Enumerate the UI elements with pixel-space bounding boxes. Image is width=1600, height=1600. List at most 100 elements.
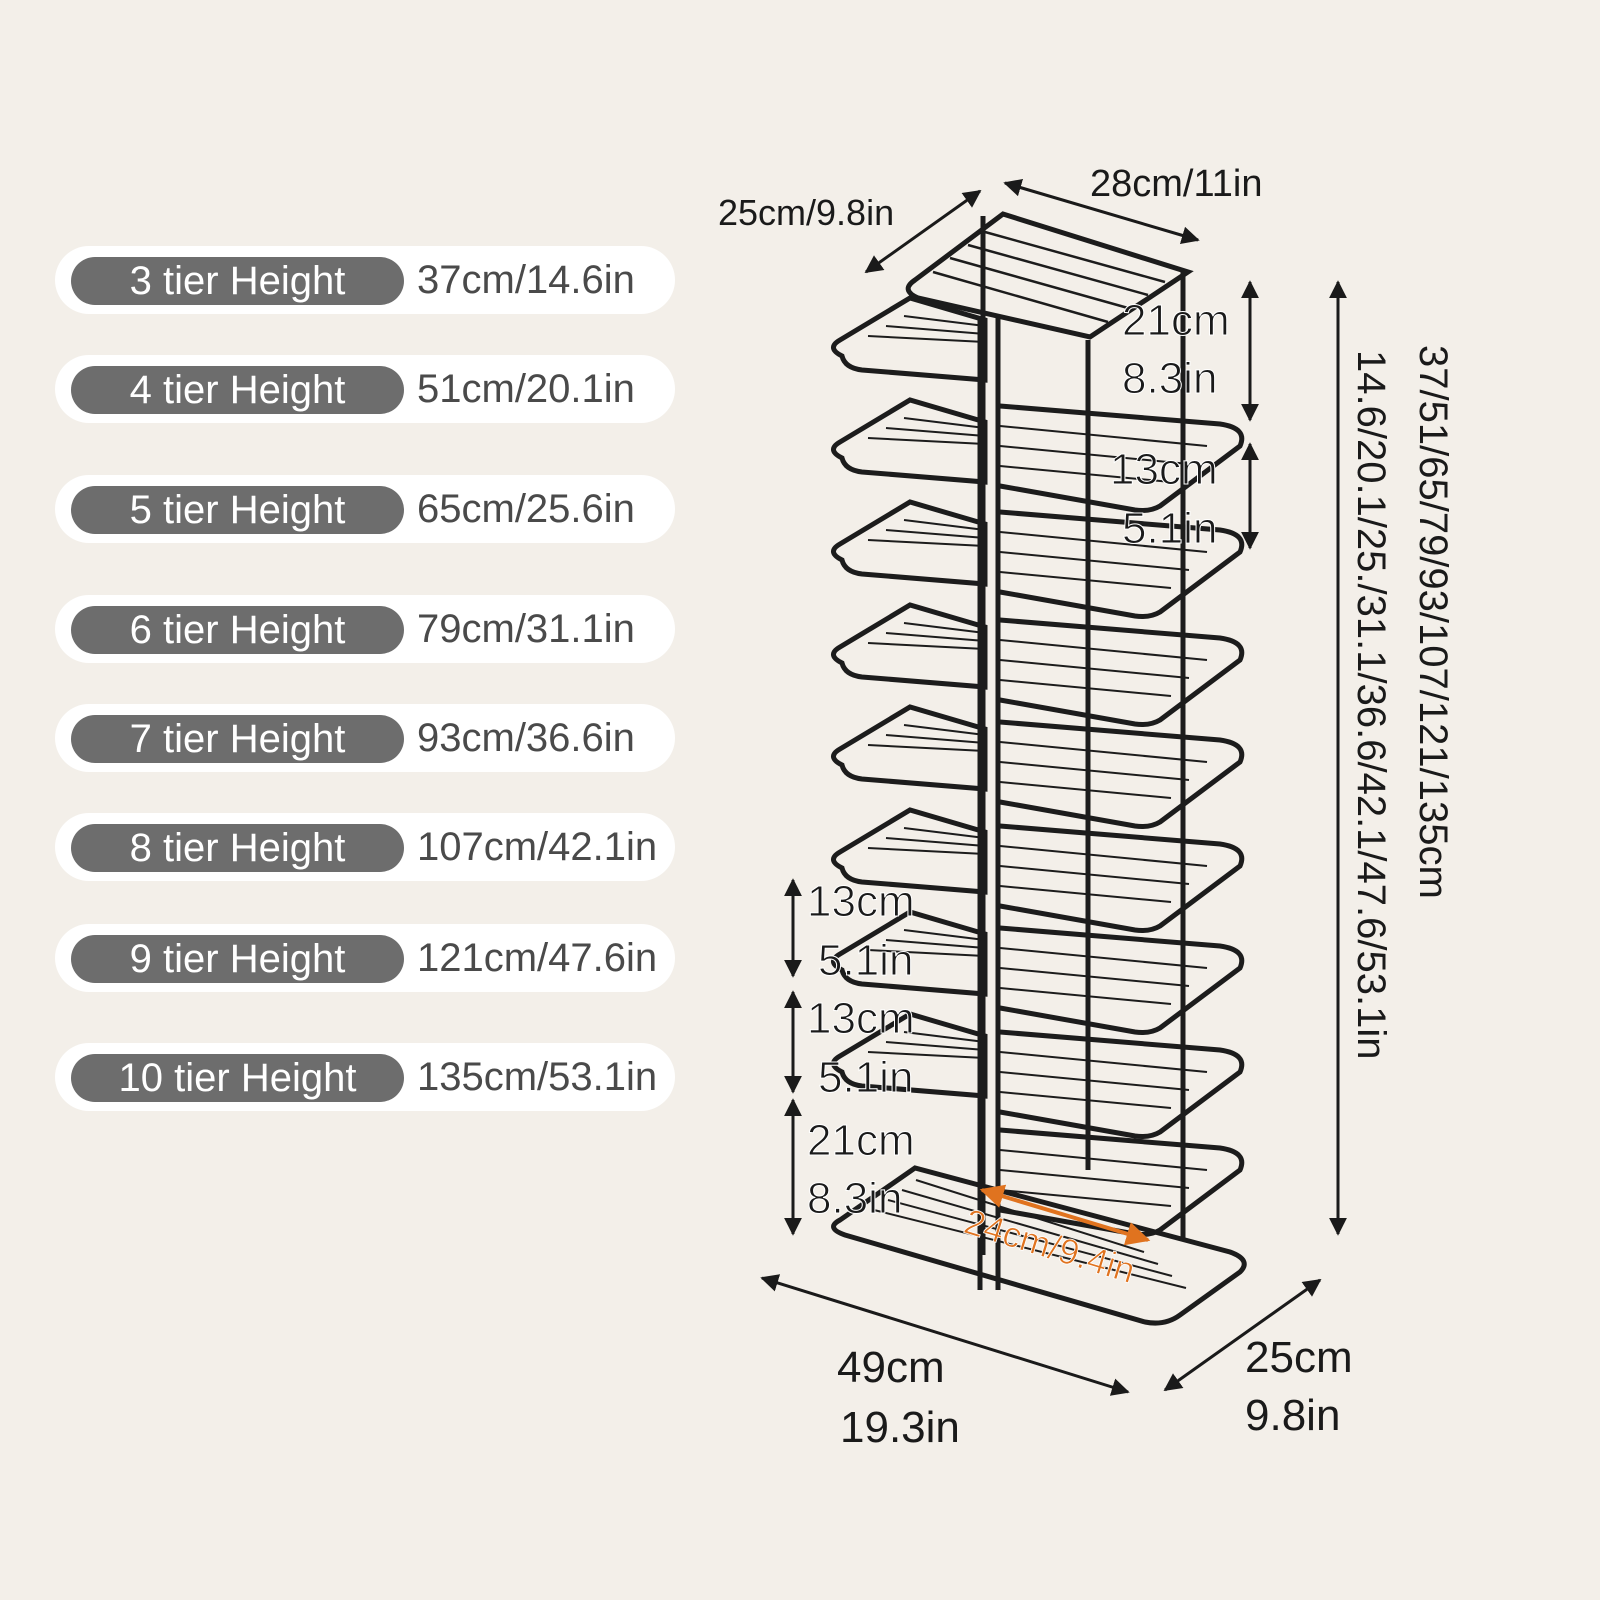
right-shelf-4: [999, 719, 1245, 829]
right-shelf-rail: [999, 551, 1190, 571]
tier-row-7: 7 tier Height 93cm/36.6in: [55, 704, 675, 772]
tier-value: 107cm/42.1in: [417, 825, 658, 869]
base-depth-arrow: [1163, 1278, 1322, 1392]
left-shelf-rail: [903, 827, 986, 839]
bottom-gap-cm-label: 21cm: [807, 1116, 915, 1165]
left-shelf-rail: [867, 847, 986, 855]
left-shelf-rail: [885, 734, 986, 744]
right-shelf-rail: [999, 987, 1172, 1005]
left-shelf-7: [831, 909, 988, 997]
left-shelf-rail: [903, 1031, 986, 1043]
left-shelf-rail: [867, 744, 986, 752]
tier-row-4: 4 tier Height 51cm/20.1in: [55, 355, 675, 423]
right-shelf-rail: [999, 761, 1190, 781]
left-gap1-cm-label: 13cm: [807, 877, 915, 926]
top-depth-label: 25cm/9.8in: [718, 192, 894, 233]
tier-label: 4 tier Height: [71, 366, 404, 414]
left-shelf-rail: [903, 622, 986, 634]
total-height-in-label: 14.6/20.1/25./31.1/36.6/42.1/47.6/53.1in: [1349, 350, 1393, 1060]
right-shelf-rail: [999, 885, 1172, 903]
right-shelf-3: [999, 617, 1245, 727]
tier-value: 79cm/31.1in: [417, 607, 635, 651]
left-shelf-rail: [885, 529, 986, 539]
top-width-label: 28cm/11in: [1090, 163, 1263, 205]
right-shelf-rail: [999, 865, 1190, 885]
right-shelf-5: [999, 823, 1245, 933]
left-shelf-rail: [867, 949, 986, 957]
left-shelf-rail: [903, 417, 986, 429]
left-shelf-rail: [885, 632, 986, 642]
right-shelf-rail: [999, 967, 1190, 987]
left-gap2-cm-label: 13cm: [807, 994, 915, 1043]
tier-label: 3 tier Height: [71, 257, 404, 305]
top-gap-in-label: 8.3in: [1122, 354, 1217, 403]
left-shelf-rail: [867, 335, 986, 343]
left-shelf-3: [831, 499, 988, 587]
base-shelf-rail: [873, 1209, 1187, 1289]
shelf-gap-in-label: 5.1in: [1122, 504, 1217, 553]
right-shelf-rail: [999, 659, 1190, 679]
right-shelf-rail: [999, 639, 1208, 661]
right-shelf-7: [999, 1029, 1245, 1139]
left-shelf-5: [831, 704, 988, 792]
dimension-lines: [760, 178, 1347, 1396]
right-shelf-rail: [999, 1051, 1208, 1073]
top-width-arrow: [1003, 178, 1200, 245]
base-width-in-label: 19.3in: [840, 1403, 960, 1452]
shelf-gap-cm-label: 13cm: [1110, 445, 1218, 494]
right-shelf-rail: [999, 571, 1172, 589]
right-shelf-2: [999, 509, 1245, 619]
right-shelf-rail: [999, 947, 1208, 969]
tier-label: 7 tier Height: [71, 715, 404, 763]
tier-row-6: 6 tier Height 79cm/31.1in: [55, 595, 675, 663]
left-shelf-rail: [867, 437, 986, 445]
left-gap1-in-label: 5.1in: [818, 936, 913, 985]
left-shelf-rail: [885, 939, 986, 949]
left-gap2-in-label: 5.1in: [818, 1053, 913, 1102]
left-shelf-rail: [903, 929, 986, 941]
base-depth-cm-label: 25cm: [1245, 1333, 1353, 1382]
right-shelf-rail: [999, 1149, 1208, 1171]
tier-label: 8 tier Height: [71, 824, 404, 872]
left-shelf-rail: [903, 315, 986, 327]
left-shelf-rail: [885, 837, 986, 847]
right-shelf-rail: [999, 1169, 1190, 1189]
right-shelf-rail: [999, 531, 1208, 553]
tier-row-5: 5 tier Height 65cm/25.6in: [55, 475, 675, 543]
tier-value: 51cm/20.1in: [417, 367, 635, 411]
left-shelf-4: [831, 602, 988, 690]
tier-row-9: 9 tier Height 121cm/47.6in: [55, 924, 675, 992]
bottom-gap-in-label: 8.3in: [807, 1174, 902, 1223]
left-shelf-rail: [885, 1041, 986, 1051]
right-shelf-rail: [999, 679, 1172, 697]
left-shelf-rail: [867, 642, 986, 650]
tier-row-8: 8 tier Height 107cm/42.1in: [55, 813, 675, 881]
base-depth-in-label: 9.8in: [1245, 1391, 1340, 1440]
left-shelf-rail: [867, 539, 986, 547]
right-shelf-1: [999, 403, 1245, 513]
left-shelf-8: [831, 1011, 988, 1099]
tier-label: 5 tier Height: [71, 486, 404, 534]
left-shelf-rail: [867, 1051, 986, 1059]
top-gap-cm-label: 21cm: [1122, 296, 1230, 345]
right-shelf-rail: [999, 445, 1190, 465]
base-shelf: [831, 1165, 1247, 1326]
left-shelf-rail: [885, 325, 986, 335]
tier-value: 93cm/36.6in: [417, 716, 635, 760]
left-shelf-1: [831, 295, 988, 383]
right-shelf-rail: [999, 845, 1208, 867]
right-shelf-rail: [999, 781, 1172, 799]
right-shelf-rail: [999, 741, 1208, 763]
tier-label: 6 tier Height: [71, 606, 404, 654]
right-shelf-rail: [999, 1091, 1172, 1109]
tier-value: 65cm/25.6in: [417, 487, 635, 531]
tier-row-10: 10 tier Height 135cm/53.1in: [55, 1043, 675, 1111]
top-depth-arrow: [864, 189, 982, 274]
base-width-cm-label: 49cm: [837, 1343, 945, 1392]
left-shelf-rail: [903, 519, 986, 531]
right-shelf-rail: [999, 1071, 1190, 1091]
tier-value: 37cm/14.6in: [417, 258, 635, 302]
total-height-cm-label: 37/51/65/79/93/107/121/135cm: [1411, 345, 1455, 899]
tier-row-3: 3 tier Height 37cm/14.6in: [55, 246, 675, 314]
